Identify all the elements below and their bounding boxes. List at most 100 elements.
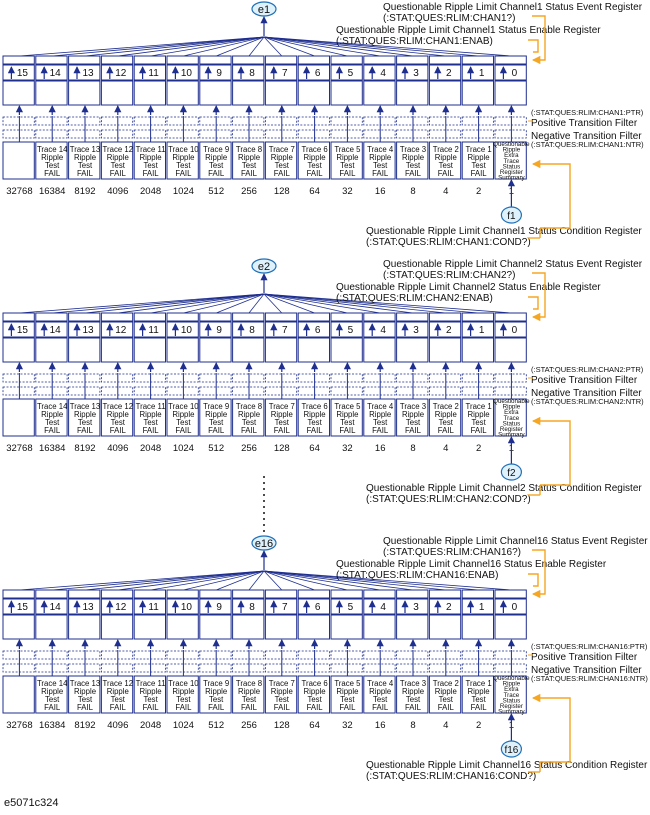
ntr-filter-cell — [199, 386, 232, 396]
ntr-filter-cell — [199, 129, 232, 139]
ptr-filter-cell — [264, 650, 298, 660]
bit-weight-label: 1024 — [173, 720, 194, 731]
ptr-filter-cell — [363, 116, 396, 126]
event-register-command: (:STAT:QUES:RLIM:CHAN1?) — [383, 13, 515, 24]
enable-bit-cell — [363, 55, 396, 65]
bit-number-label: 5 — [348, 602, 354, 613]
bit-number-label: 13 — [82, 325, 94, 336]
bit-number-label: 12 — [115, 325, 127, 336]
enable-bit-cell — [428, 589, 462, 599]
bit-weight-label: 1024 — [173, 443, 194, 454]
event-register-cell — [2, 614, 35, 640]
fan-line — [117, 36, 265, 57]
ptr-filter-cell — [133, 650, 166, 660]
condition-summary-bubble — [500, 740, 522, 758]
ptr-filter-cell — [2, 116, 35, 126]
event-register-cell — [133, 337, 166, 363]
bit-weight-label: 16 — [375, 186, 386, 197]
condition-summary-label: f1 — [507, 211, 516, 222]
condition-bit-cell — [100, 675, 134, 714]
enable-bit-cell — [494, 312, 527, 322]
condition-bit-cell — [35, 675, 68, 714]
fan-line — [183, 36, 265, 57]
bit-number-label: 0 — [512, 68, 518, 79]
bit-weight-label: 256 — [241, 186, 257, 197]
enable-bit-cell — [264, 55, 298, 65]
condition-summary-bubble — [500, 463, 522, 481]
event-register-cell — [396, 614, 429, 640]
bit-weight-label: 128 — [274, 720, 290, 731]
ptr-filter-cell — [199, 373, 232, 383]
fan-line — [263, 570, 479, 591]
event-register-cell — [494, 337, 527, 363]
condition-bit-cell — [199, 398, 232, 437]
event-register-cell — [330, 80, 363, 106]
enable-bit-cell — [297, 312, 331, 322]
condition-bit-cell — [428, 398, 462, 437]
ntr-filter-cell — [35, 386, 68, 396]
condition-bit-cell — [396, 675, 429, 714]
enable-bit-cell — [363, 312, 396, 322]
bit-weight-label: 256 — [241, 443, 257, 454]
event-register-title: Questionable Ripple Limit Channel2 Statu… — [383, 259, 643, 270]
bit-number-label: 1 — [479, 325, 485, 336]
ptr-filter-cell — [264, 373, 298, 383]
enable-bit-cell — [232, 312, 265, 322]
fan-line — [263, 293, 479, 314]
bit-number-label: 3 — [413, 68, 419, 79]
fan-line — [263, 293, 381, 314]
fan-line — [263, 293, 348, 314]
ntr-filter-cell — [68, 386, 101, 396]
event-register-cell — [396, 80, 429, 106]
enable-bit-cell — [68, 589, 101, 599]
event-register-cell — [68, 614, 101, 640]
bit-weight-label: 64 — [309, 720, 320, 731]
fan-line — [52, 570, 265, 591]
bit-number-label: 14 — [50, 325, 62, 336]
enable-bit-cell — [396, 55, 429, 65]
fan-line — [216, 570, 265, 591]
ptr-filter-cell — [68, 373, 101, 383]
fan-line — [263, 293, 446, 314]
ntr-filter-cell — [264, 386, 298, 396]
fan-line — [52, 293, 265, 314]
enable-bit-cell — [396, 589, 429, 599]
bit-number-label: 5 — [348, 325, 354, 336]
event-register-cell — [264, 80, 298, 106]
ntr-command: (:STAT:QUES:RLIM:CHAN2:NTR) — [531, 397, 644, 406]
event-summary-label: e16 — [255, 538, 273, 550]
enable-register-command: (:STAT:QUES:RLIM:CHAN1:ENAB) — [336, 36, 493, 47]
bit-weight-label: 4096 — [107, 443, 128, 454]
condition-bit-cell — [100, 398, 134, 437]
enable-register-pointer — [528, 39, 539, 53]
condition-bit-cell — [133, 675, 166, 714]
condition-summary-bubble — [500, 206, 522, 224]
condition-bit-cell — [68, 675, 101, 714]
ptr-filter-cell — [199, 650, 232, 660]
condition-register-pointer — [531, 693, 571, 763]
condition-bit-cell — [330, 141, 363, 180]
negative-filter-label: Negative Transition Filter — [531, 388, 642, 399]
bit-weight-label: 2 — [476, 443, 481, 454]
ptr-filter-cell — [494, 116, 527, 126]
condition-summary-label: f16 — [504, 745, 518, 756]
ptr-filter-cell — [330, 650, 363, 660]
bit-weight-label: 32 — [342, 720, 353, 731]
fan-line — [263, 293, 414, 314]
condition-register-title: Questionable Ripple Limit Channel1 Statu… — [366, 226, 642, 237]
negative-filter-label: Negative Transition Filter — [531, 665, 642, 676]
ntr-filter-cell — [232, 663, 265, 673]
bit-number-label: 12 — [115, 68, 127, 79]
bit-number-label: 2 — [446, 325, 452, 336]
event-register-pointer — [531, 272, 546, 322]
